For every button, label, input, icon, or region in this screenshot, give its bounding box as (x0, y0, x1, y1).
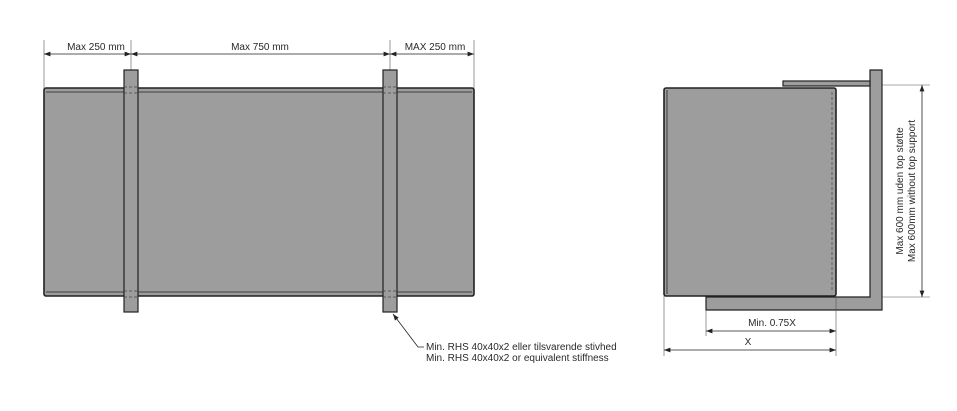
callout-text-da: Min. RHS 40x40x2 eller tilsvarende stivh… (426, 342, 617, 353)
dim-label-middle: Max 750 mm (231, 42, 289, 53)
height-label-da: Max 600 mm uden top støtte (895, 127, 906, 255)
panel-front (43, 87, 475, 297)
height-label-en: Max 600mm without top support (907, 120, 918, 263)
panel-side (663, 87, 837, 297)
dim-label-x: X (745, 337, 752, 348)
dim-label-left: Max 250 mm (67, 42, 125, 53)
dim-label-right: MAX 250 mm (405, 42, 466, 53)
callout-text-en: Min. RHS 40x40x2 or equivalent stiffness (426, 353, 609, 364)
upright-right (382, 69, 398, 313)
front-view: Max 250 mm Max 750 mm MAX 250 mm Min. RH… (43, 40, 617, 364)
top-flange (782, 80, 871, 87)
side-view: Max 600 mm uden top støtte Max 600mm wit… (663, 69, 930, 356)
upright-left (123, 69, 139, 313)
dim-label-min: Min. 0.75X (748, 318, 796, 329)
callout-leader (392, 313, 424, 348)
